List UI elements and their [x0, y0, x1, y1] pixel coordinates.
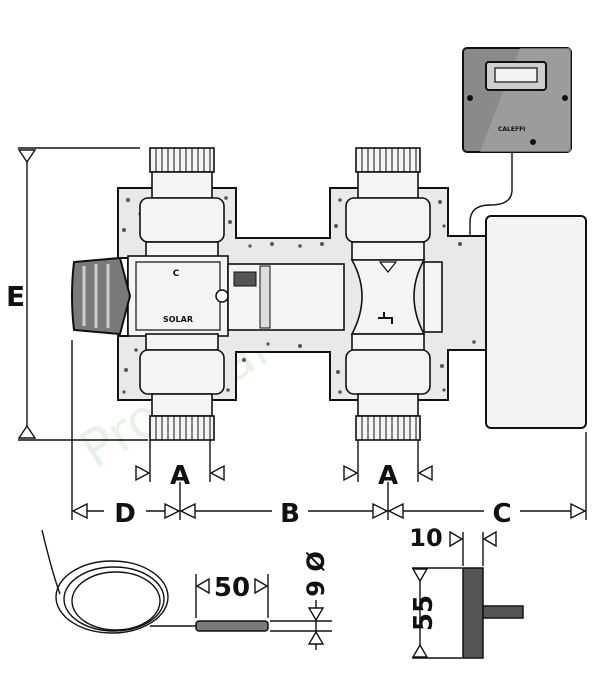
label-55: 55	[409, 595, 439, 631]
label-e: E	[6, 280, 25, 313]
label-a-right: A	[378, 461, 398, 491]
dimension-e: E	[6, 147, 148, 441]
dimension-9-diameter: 9 Ø	[270, 551, 332, 650]
temperature-probe	[41, 529, 269, 634]
controller-unit: CALEFFI	[462, 47, 572, 236]
valve-letter: C	[173, 269, 180, 279]
label-a-left: A	[170, 461, 190, 491]
controller-cable	[469, 152, 513, 236]
dimension-10: 10	[409, 524, 497, 566]
dimension-chain: D B C	[71, 340, 587, 529]
label-d: D	[114, 499, 136, 529]
label-50: 50	[214, 573, 250, 603]
dimension-50: 50	[195, 573, 269, 618]
controller-brand: CALEFFI	[498, 126, 525, 133]
label-9-diameter: 9 Ø	[302, 551, 330, 596]
label-c: C	[492, 499, 511, 529]
label-b: B	[280, 499, 300, 529]
valve-brand: SOLAR	[163, 315, 193, 324]
connecting-pipe	[215, 263, 345, 331]
dimension-55: 55	[409, 567, 462, 659]
thermostatic-knob	[71, 256, 132, 336]
right-valve-body	[345, 147, 443, 441]
sensor-pocket	[462, 567, 524, 659]
left-valve-body: C SOLAR	[127, 147, 229, 441]
dimension-a-right: A	[343, 440, 433, 491]
label-10: 10	[409, 524, 442, 552]
dimension-a-left: A	[135, 440, 225, 491]
